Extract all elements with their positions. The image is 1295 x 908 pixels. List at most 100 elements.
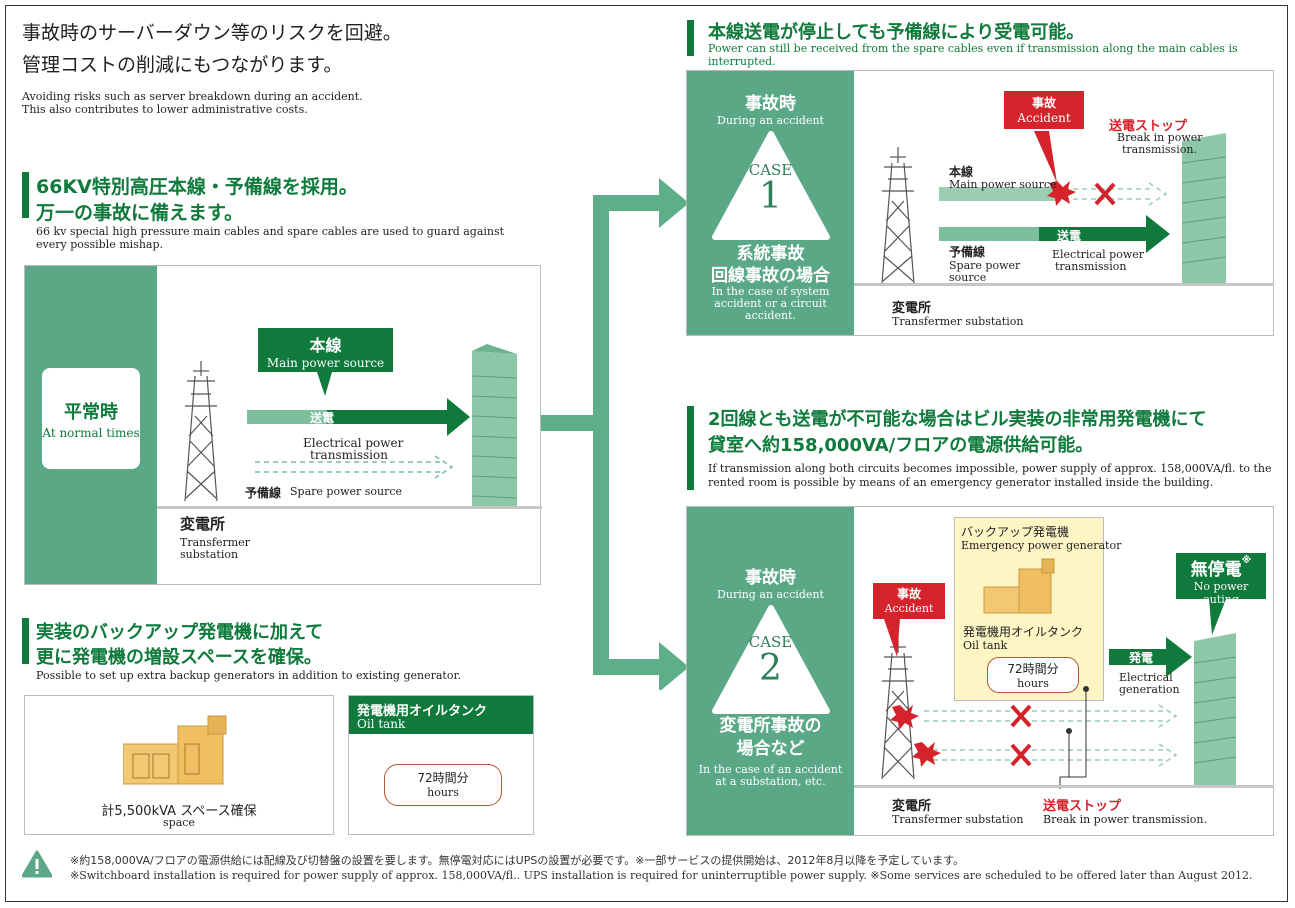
case1-stop-jp: 送電ストップ	[1109, 119, 1188, 134]
generator-icon	[123, 715, 227, 785]
intro-jp-line1: 事故時のサーバーダウン等のリスクを回避。	[22, 22, 402, 44]
case2-kind-en-2: at a substation, etc.	[715, 775, 826, 788]
page-frame	[5, 5, 1288, 902]
case1-kind-jp-1: 系統事故	[736, 244, 805, 264]
case2-en-2: rented room is possible by means of an e…	[708, 476, 1214, 489]
case1-kind-jp-2: 回線事故の場合	[711, 266, 830, 286]
case1-title: 本線送電が停止しても予備線により受電可能。	[708, 22, 1085, 43]
case2-stop-leader	[1059, 686, 1089, 789]
footer-note-jp: ※約158,000VA/フロアの電源供給には配線及び切替盤の設置を要します。無停…	[70, 854, 964, 867]
case1-ground	[854, 283, 1274, 286]
nostop-jp-row: 無停電※	[1176, 555, 1266, 580]
oil-tank-panel: 発電機用オイルタンク Oil tank 72時間分 hours	[348, 695, 534, 835]
case2-building-icon	[1193, 633, 1237, 787]
normal-diagram	[157, 344, 542, 509]
normal-label-box: 平常時 At normal times	[42, 368, 140, 469]
case1-sub-jp: 変電所	[892, 301, 932, 316]
space-jp: 計5,500kVA スペース確保	[101, 804, 257, 819]
case2-generation-arrow	[1109, 637, 1192, 677]
case1-spare-jp: 予備線	[949, 245, 986, 259]
tower-icon	[184, 361, 218, 502]
case1-main-jp: 本線	[949, 165, 974, 179]
case1-trans-en-2: transmission	[1055, 260, 1127, 273]
transmission-arrow	[247, 398, 470, 436]
case2-accident-pointer	[884, 619, 900, 657]
section-main-en-1: 66 kv special high pressure main cables …	[36, 225, 505, 238]
trans-label-jp: 送電	[310, 411, 335, 425]
backup-space-panel: 計5,500kVA スペース確保 space	[24, 695, 334, 835]
case2-kind-jp-2: 場合など	[736, 739, 805, 759]
case2-kind-jp-1: 変電所事故の	[719, 716, 822, 736]
section-main-en-2: every possible mishap.	[36, 238, 164, 251]
case2-title-1: 2回線とも送電が不可能な場合はビル実装の非常用発電機にて	[708, 409, 1207, 430]
case2-sub-jp: 変電所	[892, 799, 932, 814]
case2-oil-tank-shape: 72時間分 hours	[987, 657, 1079, 693]
case2-side-jp: 事故時	[745, 568, 796, 588]
case1-trans-en-1: Electrical power	[1052, 248, 1144, 261]
main-source-callout: 本線 Main power source	[258, 328, 393, 372]
case1-accident-burst	[1047, 181, 1076, 206]
main-source-jp: 本線	[309, 336, 342, 355]
case1-en: Power can still be received from the spa…	[708, 42, 1238, 68]
oil-tank-en: Oil tank	[357, 717, 406, 731]
case2-accident-en: Accident	[884, 602, 934, 615]
case2-generator-icon	[983, 558, 1055, 614]
case1-case-label: CASE	[748, 161, 793, 179]
case1-stop-en-1: Break in power	[1117, 131, 1203, 144]
case2-case-num: 2	[759, 648, 782, 689]
case2-stop-jp: 送電ストップ	[1043, 799, 1122, 814]
case1-main-bar	[939, 187, 1059, 201]
case1-side-jp: 事故時	[745, 94, 796, 114]
case2-gen-jp: 発電	[1129, 651, 1154, 665]
case1-spare-arrow	[939, 215, 1170, 253]
case1-kind-en-3: accident.	[745, 309, 796, 322]
case2-hours-en: hours	[1017, 677, 1049, 690]
case2-dashed-lines	[924, 704, 1178, 767]
oil-tank-jp: 発電機用オイルタンク	[357, 704, 488, 719]
section-backup-bar	[22, 618, 29, 664]
callout-pointer	[317, 372, 332, 396]
case1-accident-callout: 事故 Accident	[1004, 91, 1084, 129]
case1-kind-en-1: In the case of system	[711, 285, 830, 298]
normal-panel-side: 平常時 At normal times	[25, 266, 157, 584]
spare-label-en: Spare power source	[290, 485, 403, 498]
case1-panel: 事故時 During an accident CASE 1 系統事故 回線事故の…	[686, 70, 1274, 336]
case2-gen-en-1: Electrical	[1119, 671, 1173, 684]
case2-accident-jp: 事故	[896, 587, 921, 601]
case1-accident-en: Accident	[1017, 111, 1071, 125]
spare-arrow	[255, 455, 454, 479]
nostop-pointer	[1209, 599, 1226, 635]
case2-sub-en: Transfermer substation	[892, 813, 1024, 826]
section-backup-en: Possible to set up extra backup generato…	[36, 669, 462, 682]
case1-accident-pointer	[1034, 131, 1057, 183]
case2-en-1: If transmission along both circuits beco…	[708, 462, 1272, 475]
section-case1-bar	[687, 20, 694, 56]
ground-line	[157, 506, 542, 509]
case2-accident-callout: 事故 Accident	[873, 583, 945, 619]
spare-label-jp: 予備線	[245, 486, 282, 500]
oil-hours-jp: 72時間分	[417, 771, 469, 785]
case1-building-icon	[1181, 133, 1227, 285]
case2-hours-jp: 72時間分	[1007, 662, 1059, 676]
case1-main-en: Main power source	[949, 178, 1057, 191]
case2-diagram	[854, 558, 1274, 789]
case2-burst-1	[890, 705, 919, 730]
branch-arrows	[541, 178, 689, 690]
case2-backup-jp: バックアップ発電機	[961, 525, 1070, 539]
oil-tank-header	[349, 696, 533, 734]
normal-sub-en-2: substation	[180, 548, 239, 561]
case2-burst-2	[912, 742, 941, 767]
warning-icon	[22, 850, 52, 878]
case2-stop-en: Break in power transmission.	[1043, 813, 1207, 826]
section-case2-bar	[687, 406, 694, 490]
case1-side-en: During an accident	[717, 114, 824, 127]
normal-label-jp: 平常時	[64, 402, 118, 423]
case1-triangle	[711, 131, 830, 240]
trans-label-en-2: transmission	[310, 448, 388, 462]
case1-side: 事故時 During an accident CASE 1 系統事故 回線事故の…	[687, 71, 854, 335]
normal-sub-en-1: Transfermer	[180, 536, 250, 549]
case2-kind-en-1: In the case of an accident	[698, 763, 843, 776]
case1-accident-jp: 事故	[1031, 96, 1056, 110]
case2-gen-en-2: generation	[1119, 683, 1180, 696]
case1-sub-en: Transfermer substation	[892, 315, 1024, 328]
